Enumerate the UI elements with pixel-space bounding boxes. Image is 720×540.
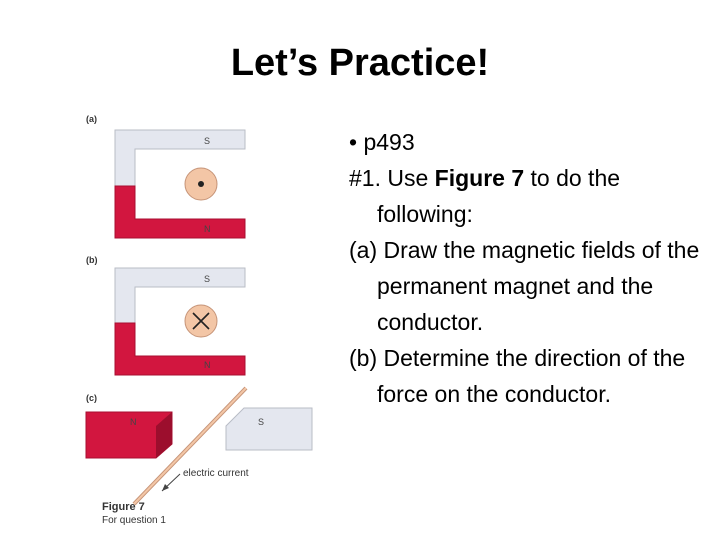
pole-s-a: S xyxy=(204,136,210,146)
question-part-b: (b) Determine the direction of the force… xyxy=(349,345,686,407)
figure-caption-sub: For question 1 xyxy=(102,515,166,526)
slide-body: • p493 #1. Use Figure 7 to do the follow… xyxy=(349,124,711,412)
horseshoe-magnet-b: S N xyxy=(114,267,246,376)
current-out-dot-icon xyxy=(198,181,204,187)
pole-n-a: N xyxy=(204,224,211,234)
pole-n-b: N xyxy=(204,360,211,370)
figure-ref: Figure 7 xyxy=(434,165,525,191)
pole-s-b: S xyxy=(204,274,210,284)
panel-c-label: (c) xyxy=(86,393,97,403)
panel-a-label: (a) xyxy=(86,114,97,124)
pole-s-c: S xyxy=(258,417,264,427)
current-in-cross-icon xyxy=(192,312,210,330)
question-part-a: (a) Draw the magnetic fields of the perm… xyxy=(349,237,700,335)
panel-b-label: (b) xyxy=(86,255,98,265)
bullet-page-ref: • p493 xyxy=(349,129,415,155)
figure-caption-title: Figure 7 xyxy=(102,501,145,513)
slide-title: Let’s Practice! xyxy=(230,42,490,84)
bar-magnets-c: N S xyxy=(85,386,313,506)
question-1: #1. Use Figure 7 to do the following: xyxy=(349,165,621,227)
horseshoe-magnet-a: S N xyxy=(114,129,246,239)
electric-current-label: electric current xyxy=(183,468,249,479)
figure-7: (a) S N S N N S xyxy=(80,108,320,533)
pole-n-c: N xyxy=(130,417,137,427)
figure-caption: Figure 7 For question 1 xyxy=(102,501,166,527)
figure-drawing: S N S N N S xyxy=(85,129,313,506)
